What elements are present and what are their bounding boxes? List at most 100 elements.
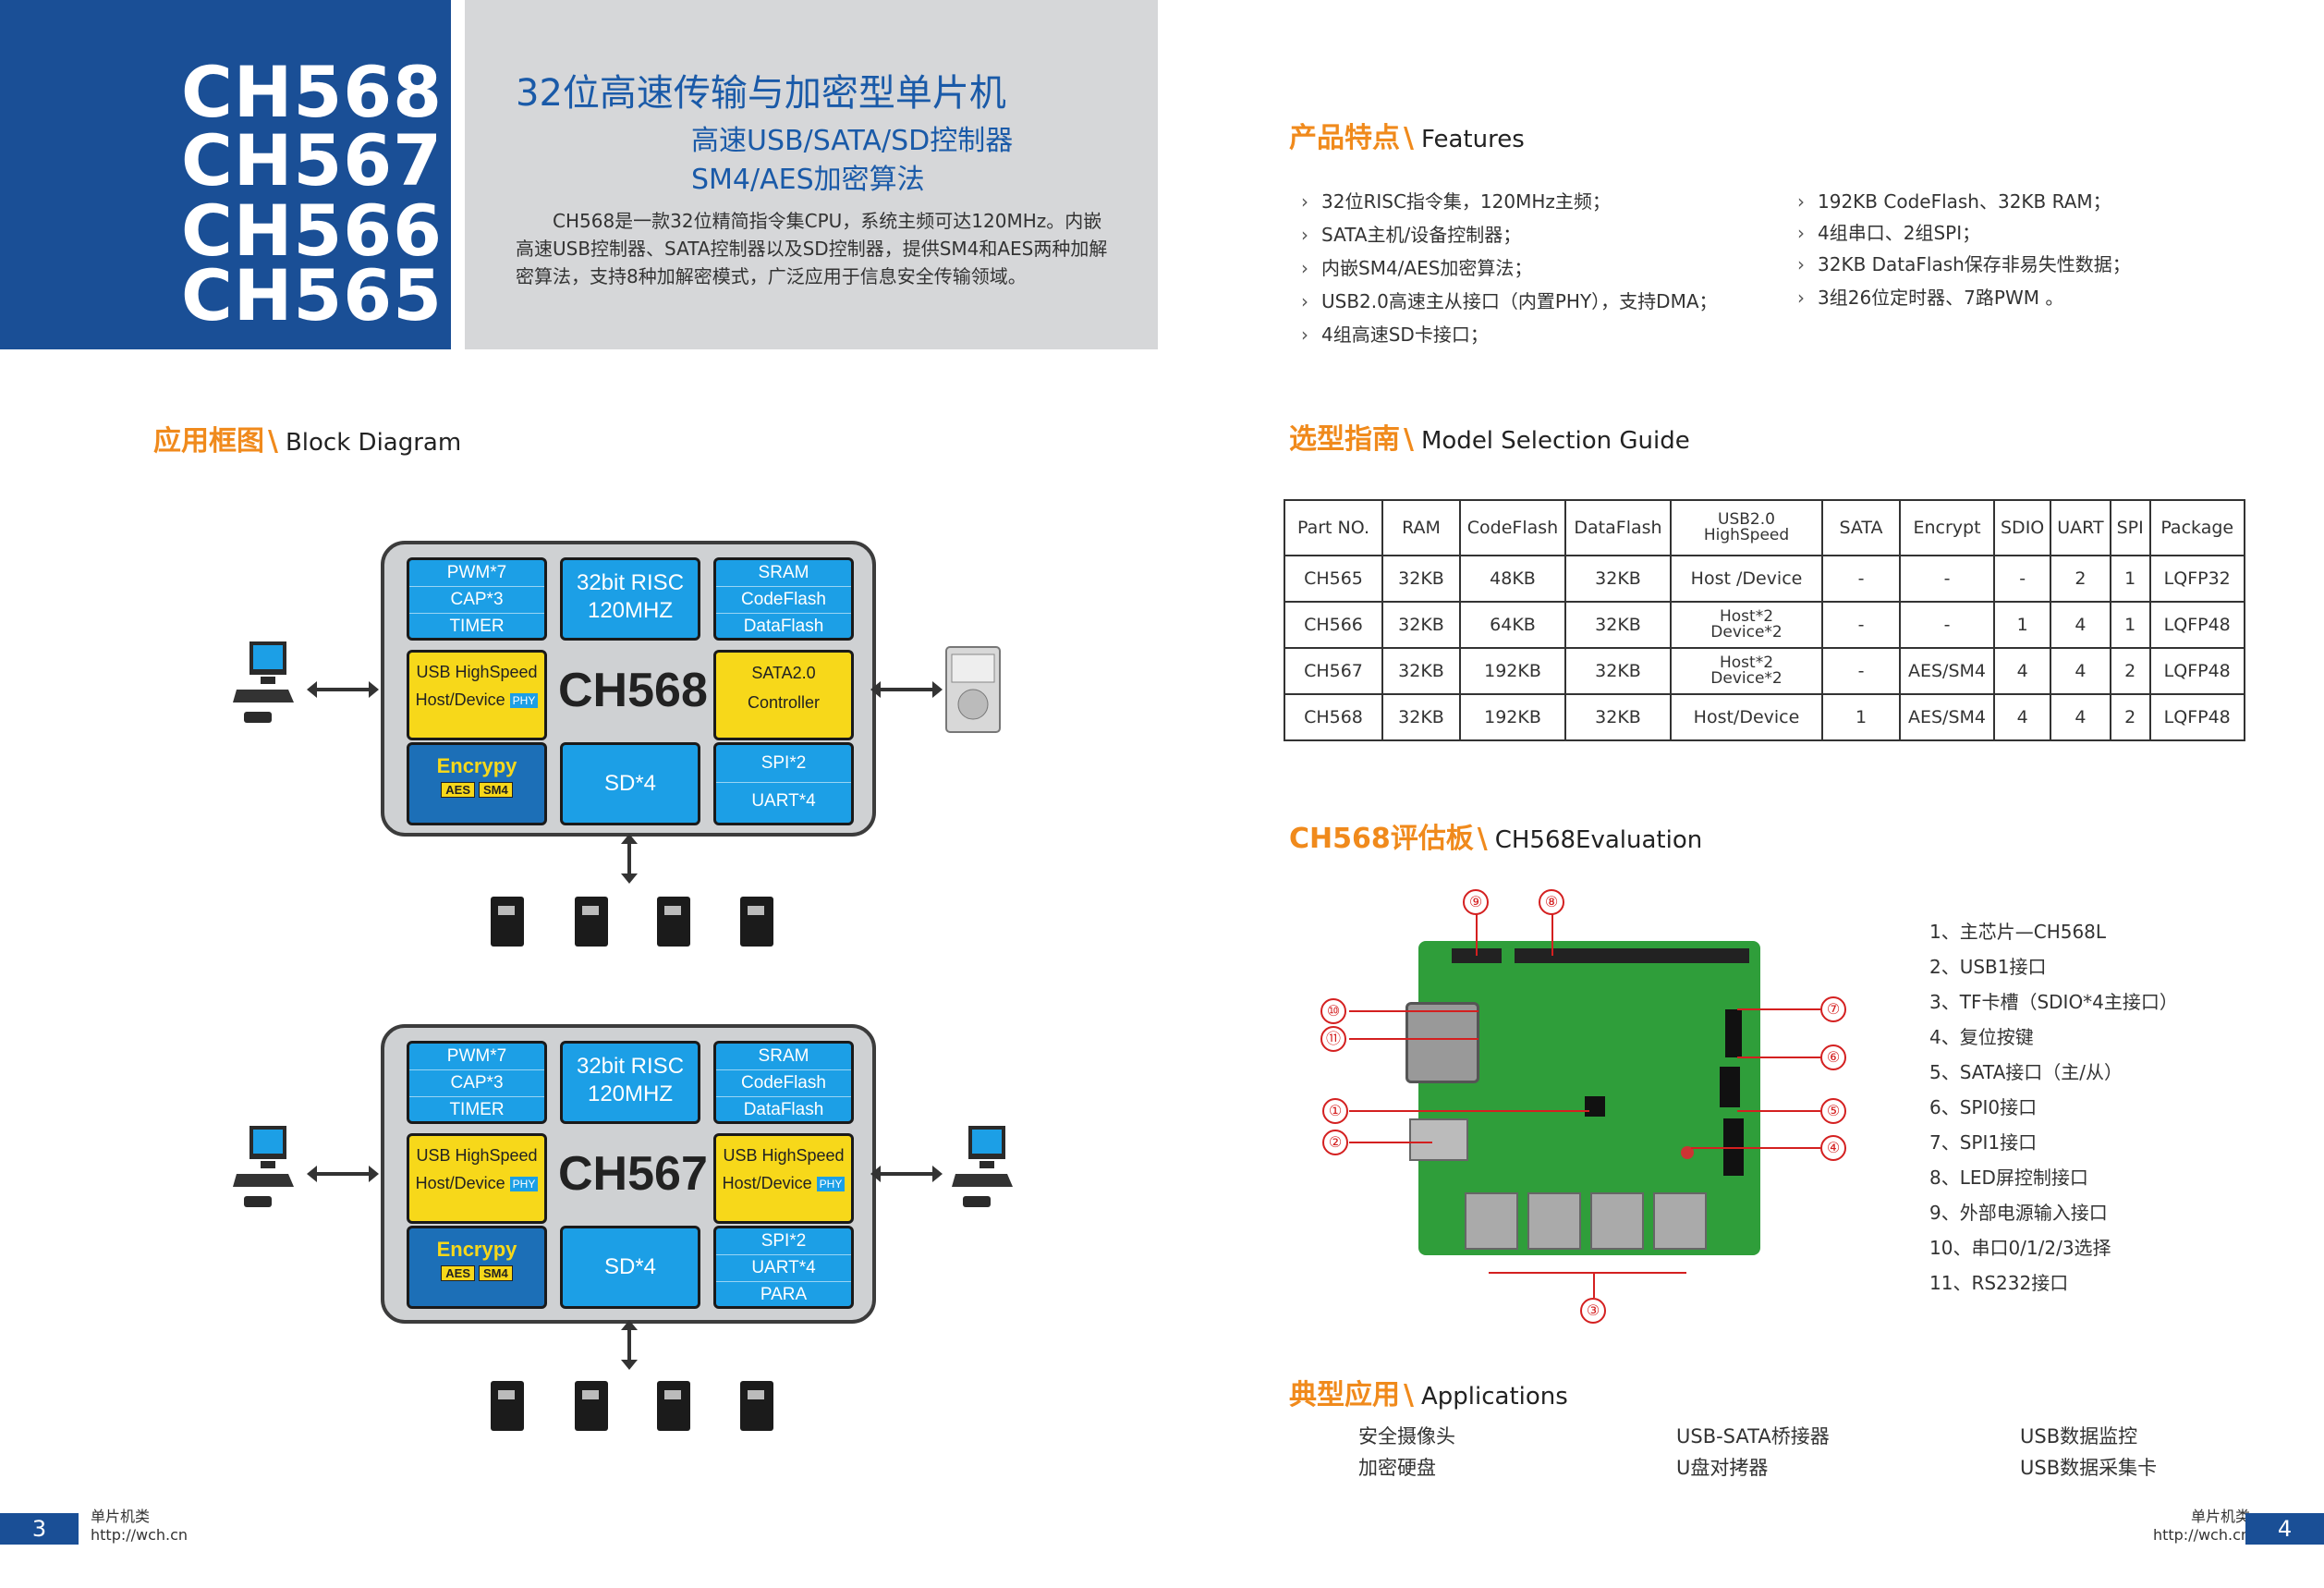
table-cell: CH568 bbox=[1284, 693, 1383, 741]
block-diagram-ch567: PWM*7 CAP*3 TIMER 32bit RISC 120MHZ SRAM… bbox=[381, 1024, 876, 1324]
block-line: USB HighSpeed bbox=[416, 663, 538, 681]
feature-item: ›USB2.0高速主从接口（内置PHY），支持DMA； bbox=[1301, 287, 1718, 313]
tf-card-slot bbox=[1653, 1192, 1707, 1250]
eval-list-item: 2、USB1接口 bbox=[1929, 956, 2047, 978]
column-header: DataFlash bbox=[1564, 499, 1672, 556]
column-header: SPI bbox=[2109, 499, 2151, 556]
block-line: DataFlash bbox=[743, 1100, 824, 1119]
header-line: HighSpeed bbox=[1703, 526, 1790, 544]
page-number: 3 bbox=[31, 1516, 47, 1542]
chevron-right-icon: › bbox=[1797, 253, 1805, 275]
model-name: CH568 bbox=[181, 51, 444, 133]
model-name: CH565 bbox=[181, 254, 444, 336]
block-line: PARA bbox=[760, 1285, 808, 1304]
eval-list-item: 6、SPI0接口 bbox=[1929, 1096, 2038, 1118]
table-row: CH565 32KB 48KB 32KB Host /Device - - - … bbox=[1284, 555, 2245, 603]
section-heading-features: 产品特点\Features bbox=[1289, 115, 1525, 155]
leader-line bbox=[1476, 913, 1478, 956]
tf-card-slot bbox=[1527, 1192, 1581, 1250]
header-pins bbox=[1725, 1009, 1742, 1057]
page-subtitle: 高速USB/SATA/SD控制器 bbox=[691, 125, 1014, 157]
column-header: CodeFlash bbox=[1459, 499, 1566, 556]
callout-1: ① bbox=[1322, 1098, 1348, 1124]
callout-2: ② bbox=[1322, 1130, 1348, 1155]
footer-url: http://wch.cn bbox=[2152, 1526, 2250, 1544]
page-number-left: 3 bbox=[0, 1513, 79, 1545]
table-cell: 2 bbox=[2050, 555, 2111, 603]
computer-icon bbox=[233, 1126, 294, 1207]
table-cell: LQFP48 bbox=[2148, 693, 2245, 741]
section-heading-block-diagram: 应用框图\Block Diagram bbox=[153, 418, 461, 458]
table-cell: 4 bbox=[2050, 647, 2111, 695]
feature-item: ›32位RISC指令集，120MHz主频； bbox=[1301, 187, 1611, 214]
application-item: USB-SATA桥接器 bbox=[1676, 1425, 1830, 1448]
feature-item: ›SATA主机/设备控制器； bbox=[1301, 220, 1521, 247]
eval-list-item: 5、SATA接口（主/从） bbox=[1929, 1061, 2123, 1083]
header-description-panel bbox=[465, 0, 1158, 349]
eval-list-item: 1、主芯片—CH568L bbox=[1929, 921, 2107, 943]
product-description: CH568是一款32位精简指令集CPU，系统主频可达120MHz。内嵌高速USB… bbox=[516, 210, 1108, 287]
table-cell: 4 bbox=[1992, 693, 2052, 741]
table-cell: 2 bbox=[2109, 647, 2151, 695]
block-line: 120MHZ bbox=[587, 1081, 674, 1106]
sd-card-icon bbox=[575, 897, 608, 947]
chip-name: CH568 bbox=[558, 664, 708, 717]
heading-slash: \ bbox=[268, 425, 278, 458]
block-line: DataFlash bbox=[743, 617, 824, 636]
table-cell: 32KB bbox=[1381, 601, 1461, 649]
footer-left: 单片机类 http://wch.cn bbox=[91, 1508, 188, 1545]
cell-line: Host*2 bbox=[1719, 654, 1774, 672]
page-title: 32位高速传输与加密型单片机 bbox=[516, 72, 1006, 115]
chevron-right-icon: › bbox=[1797, 287, 1805, 309]
table-cell: 1 bbox=[1992, 601, 2052, 649]
heading-en: Features bbox=[1420, 126, 1525, 153]
eval-list-item: 10、串口0/1/2/3选择 bbox=[1929, 1237, 2111, 1259]
table-cell: 32KB bbox=[1381, 693, 1461, 741]
leader-line bbox=[1349, 1142, 1432, 1143]
table-cell: - bbox=[1821, 555, 1901, 603]
leader-line bbox=[1737, 1008, 1820, 1010]
column-header: Part NO. bbox=[1284, 499, 1383, 556]
feature-text: 内嵌SM4/AES加密算法； bbox=[1321, 257, 1533, 279]
tf-card-slot bbox=[1465, 1192, 1518, 1250]
bidirectional-arrow-icon bbox=[307, 1166, 379, 1182]
footer-right: 单片机类 http://wch.cn bbox=[2125, 1508, 2250, 1545]
leader-line bbox=[1489, 1272, 1686, 1274]
cell-line: Device*2 bbox=[1710, 623, 1783, 641]
feature-item: ›192KB CodeFlash、32KB RAM； bbox=[1797, 187, 2111, 214]
table-cell: 192KB bbox=[1459, 693, 1566, 741]
sd-card-icon bbox=[657, 1381, 690, 1431]
block-line: 120MHZ bbox=[587, 598, 674, 623]
block-line: USB HighSpeed bbox=[416, 1146, 538, 1165]
usb-block: USB HighSpeed Host/Device PHY bbox=[713, 1133, 854, 1224]
application-item: USB数据采集卡 bbox=[2020, 1457, 2158, 1479]
leader-line bbox=[1691, 1147, 1820, 1149]
eval-list-item: 8、LED屏控制接口 bbox=[1929, 1167, 2088, 1189]
sm4-tag: SM4 bbox=[479, 1265, 513, 1281]
feature-text: 32位RISC指令集，120MHz主频； bbox=[1321, 190, 1611, 213]
heading-cn: 应用框图 bbox=[153, 425, 264, 458]
aes-tag: AES bbox=[441, 782, 475, 798]
section-heading-selection: 选型指南\Model Selection Guide bbox=[1289, 416, 1690, 457]
block-line: SATA2.0 bbox=[751, 664, 816, 682]
cell-line: Host/Device bbox=[1693, 707, 1800, 727]
block-line: CodeFlash bbox=[716, 1070, 851, 1097]
timer-block: PWM*7 CAP*3 TIMER bbox=[407, 557, 547, 641]
cpu-block: 32bit RISC 120MHZ bbox=[560, 557, 700, 641]
sd-card-icon bbox=[657, 897, 690, 947]
heading-cn: 产品特点 bbox=[1289, 122, 1400, 154]
section-heading-evaluation: CH568评估板\CH568Evaluation bbox=[1289, 815, 1702, 856]
sd-card-icon bbox=[740, 897, 773, 947]
callout-7: ⑦ bbox=[1820, 996, 1846, 1022]
bidirectional-arrow-icon bbox=[870, 1166, 943, 1182]
eval-list-item: 4、复位按键 bbox=[1929, 1026, 2034, 1048]
main-chip bbox=[1585, 1096, 1605, 1117]
computer-icon bbox=[233, 641, 294, 723]
timer-block: PWM*7 CAP*3 TIMER bbox=[407, 1041, 547, 1124]
model-name: CH566 bbox=[181, 189, 444, 272]
